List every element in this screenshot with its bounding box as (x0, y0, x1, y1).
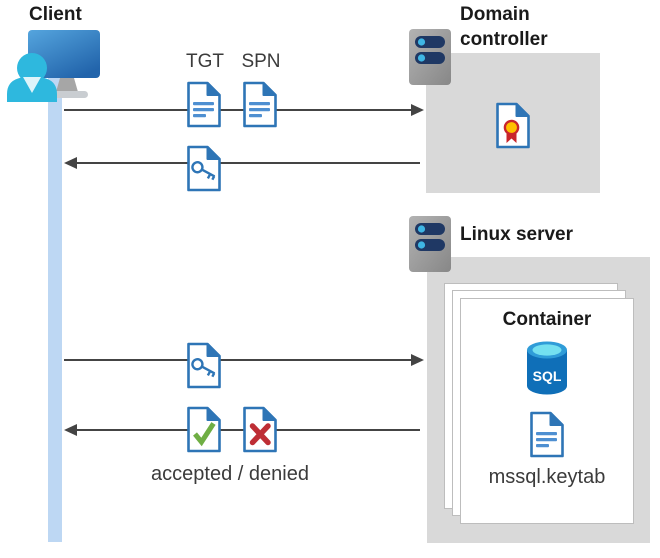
keytab-document-icon (528, 411, 566, 458)
server-icon (409, 216, 451, 272)
tgt-label: TGT (186, 51, 224, 72)
accepted-denied-label: accepted / denied (151, 463, 309, 485)
arrow-line (76, 162, 420, 164)
server-icon (409, 29, 451, 85)
sql-database-icon: SQL (524, 338, 570, 398)
tgt-document-icon (185, 81, 223, 128)
certificate-document-icon (494, 102, 532, 149)
container-label: Container (502, 309, 592, 330)
container-card: Container SQL mssql.keytab (460, 298, 634, 524)
dc-server-icon (408, 28, 452, 86)
arrowhead-right-icon (411, 354, 424, 366)
key-document-icon (185, 145, 223, 192)
x-document-icon (241, 406, 279, 453)
client-icon (6, 26, 106, 102)
check-document-icon (185, 406, 223, 453)
arrowhead-left-icon (64, 424, 77, 436)
arrow-line (64, 359, 413, 361)
spn-label: SPN (241, 51, 281, 72)
sql-text: SQL (533, 368, 562, 384)
linux-server-icon (408, 215, 452, 273)
spn-document-icon (241, 81, 279, 128)
key-document-icon (185, 342, 223, 389)
client-lifeline (48, 74, 62, 542)
linux-server-label: Linux server (460, 224, 573, 245)
arrowhead-right-icon (411, 104, 424, 116)
domain-controller-label: Domain controller (460, 4, 548, 50)
arrowhead-left-icon (64, 157, 77, 169)
user-monitor-icon (7, 30, 100, 102)
keytab-label: mssql.keytab (488, 466, 606, 488)
arrow-line (64, 109, 413, 111)
client-label: Client (29, 4, 82, 25)
